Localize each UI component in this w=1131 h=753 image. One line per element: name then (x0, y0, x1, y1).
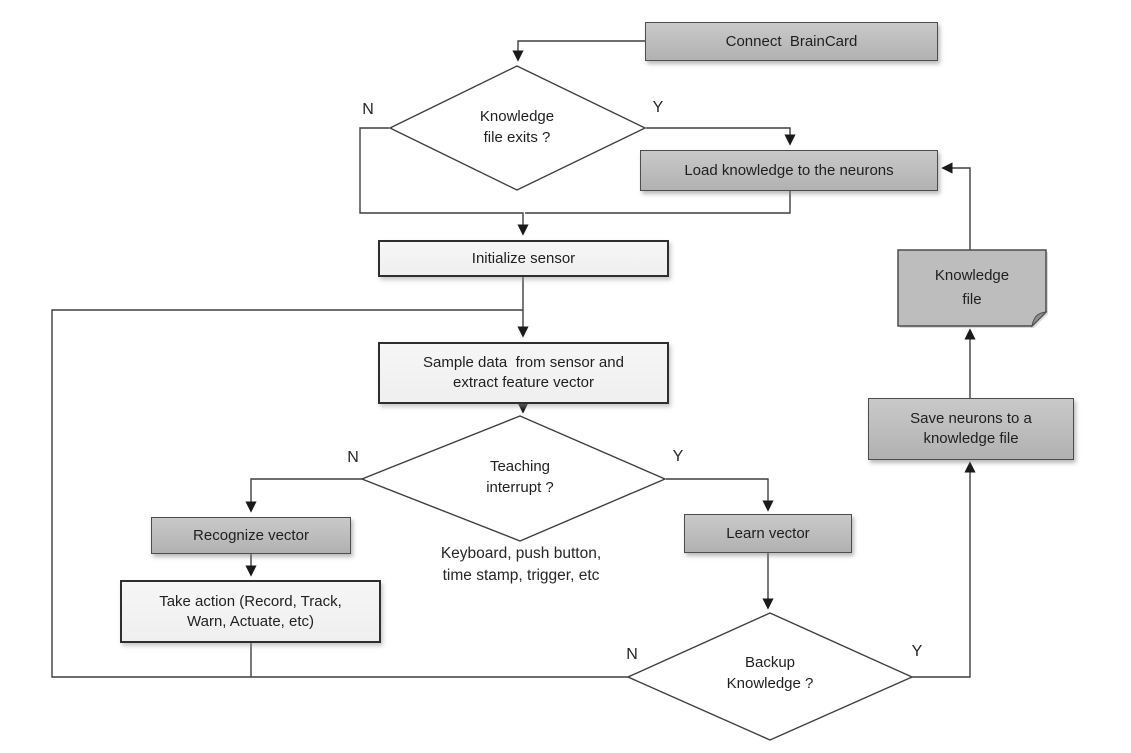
node-save-neurons: Save neurons to a knowledge file (868, 398, 1074, 460)
node-save-neurons-line2: knowledge file (923, 430, 1019, 447)
branch-label-backup-no: N (626, 646, 638, 663)
branch-label-teaching-yes: Y (672, 448, 684, 465)
document-fold-corner (1031, 311, 1048, 328)
node-knowledge-file-line1: Knowledge (934, 267, 1010, 284)
node-recognize-vector-label: Recognize vector (193, 526, 309, 544)
node-learn-vector-label: Learn vector (726, 524, 810, 542)
annotation-interrupt-sources: Keyboard, push button, time stamp, trigg… (440, 545, 602, 584)
edge-backup-yes-to-save (912, 461, 976, 678)
edge-file-exists-no-to-initialize (359, 127, 529, 236)
node-take-action: Take action (Record, Track, Warn, Actuat… (120, 580, 381, 643)
node-take-action-line2: Warn, Actuate, etc) (187, 612, 314, 630)
document-shape-knowledge-file (897, 249, 1048, 328)
node-sample-data-line1: Sample data from sensor and (423, 354, 624, 371)
node-recognize-vector: Recognize vector (151, 517, 351, 554)
edge-load-to-initialize-merge (525, 191, 791, 214)
edge-loop-back-to-sample (51, 309, 628, 678)
branch-label-file-exists-no: N (362, 101, 374, 118)
edge-teaching-yes-to-learn (666, 478, 774, 512)
edge-file-exists-yes-to-load (646, 127, 796, 146)
decision-knowledge-file-exists (388, 65, 647, 191)
branch-label-backup-yes: Y (911, 643, 923, 660)
node-sample-data-line2: extract feature vector (453, 374, 594, 391)
edge-knowledge-file-to-load (941, 162, 971, 250)
node-connect-braincard: Connect BrainCard (645, 22, 938, 61)
node-connect-braincard-label: Connect BrainCard (725, 32, 858, 50)
node-sample-data: Sample data from sensor and extract feat… (378, 342, 669, 404)
decision-teaching-interrupt (360, 415, 667, 542)
decision-teaching-interrupt-label: Teaching interrupt ? (486, 458, 554, 496)
node-load-knowledge-label: Load knowledge to the neurons (684, 161, 894, 179)
decision-backup-knowledge (626, 612, 914, 741)
node-learn-vector: Learn vector (684, 514, 852, 553)
node-take-action-line1: Take action (Record, Track, (159, 592, 342, 610)
edge-teaching-no-to-recognize (245, 478, 363, 513)
branch-label-file-exists-yes: Y (652, 99, 664, 116)
decision-knowledge-file-exists-label: Knowledge file exits ? (479, 108, 555, 146)
node-save-neurons-line1: Save neurons to a (910, 410, 1032, 427)
node-initialize-sensor: Initialize sensor (378, 240, 669, 277)
node-initialize-sensor-label: Initialize sensor (471, 249, 576, 267)
node-knowledge-file: Knowledge file (898, 254, 1046, 322)
node-load-knowledge: Load knowledge to the neurons (640, 150, 938, 191)
node-knowledge-file-line2: file (962, 291, 982, 308)
edge-connect-to-file-exists (512, 40, 645, 62)
decision-backup-knowledge-label: Backup Knowledge ? (726, 654, 814, 692)
branch-label-teaching-no: N (347, 449, 359, 466)
